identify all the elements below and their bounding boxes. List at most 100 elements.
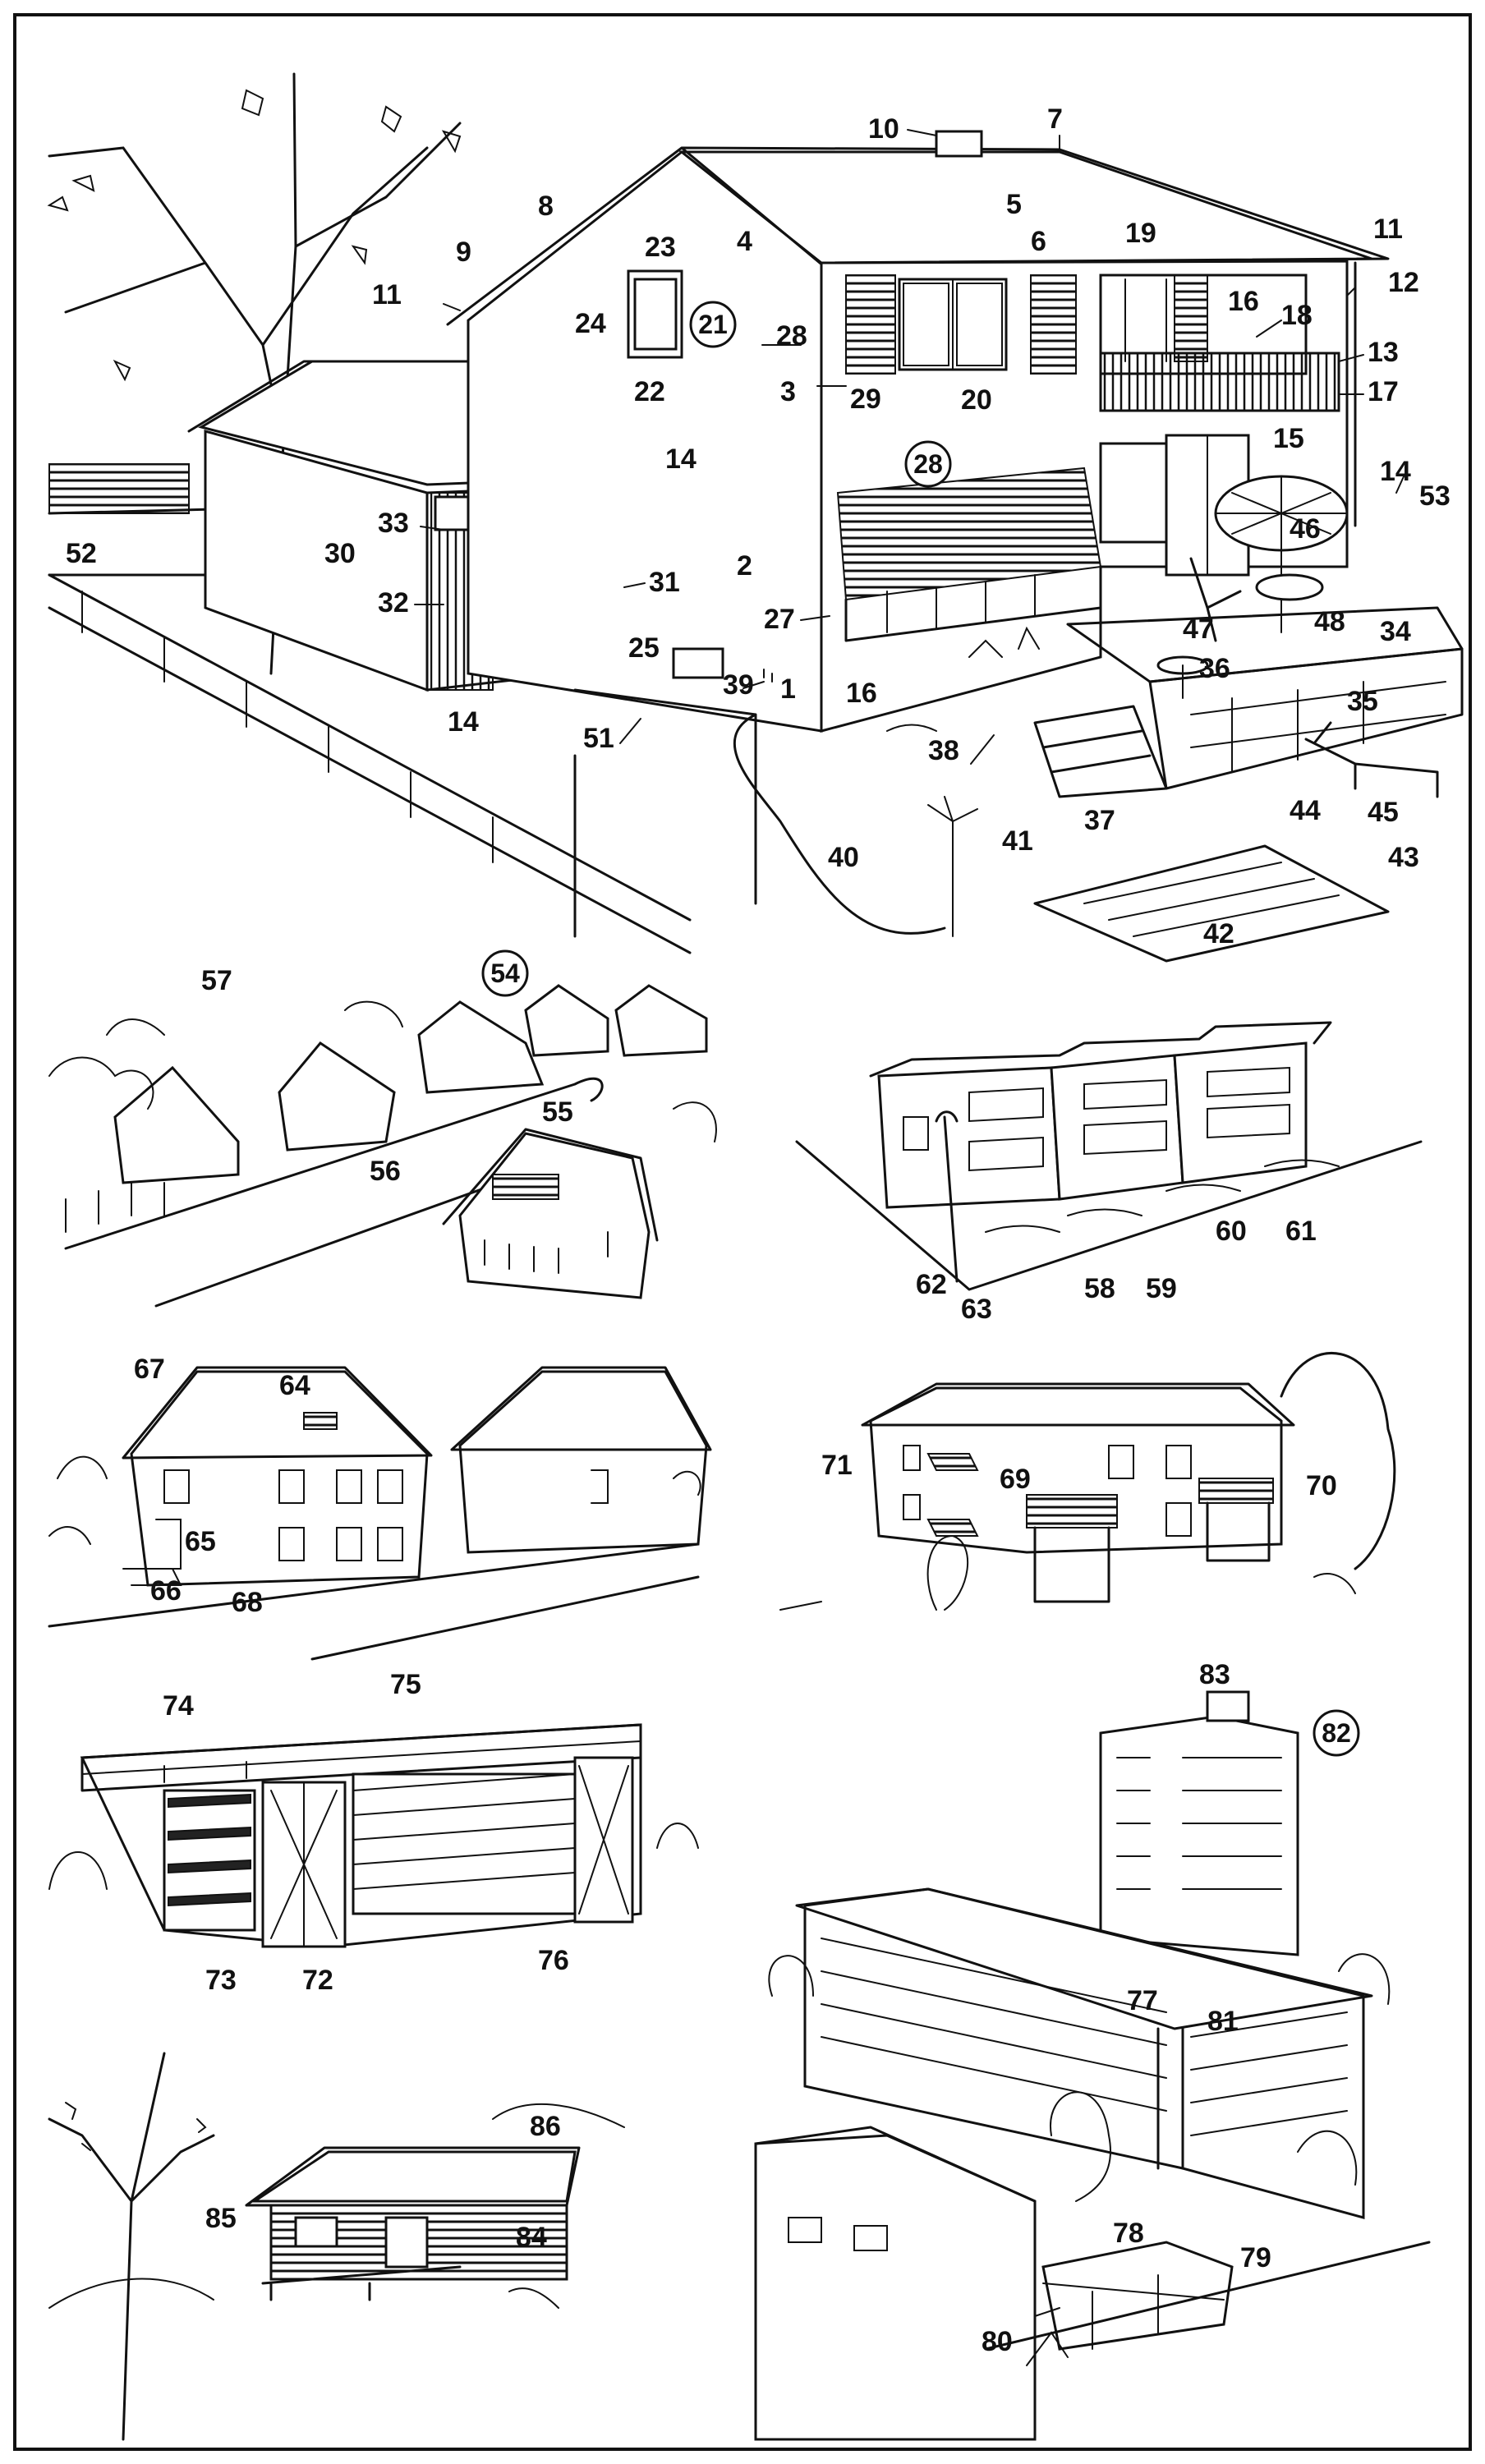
plate-block-of-flats	[48, 1723, 699, 1948]
label-21: 19	[1125, 218, 1156, 249]
label-39: 37	[1084, 805, 1115, 836]
label-4: 4	[737, 226, 752, 257]
plate-detached-house	[47, 72, 1464, 963]
label-18: 16	[1228, 286, 1259, 317]
label-54: 54	[490, 958, 520, 988]
plate-two-family-house	[779, 1352, 1396, 1611]
label-56: 56	[370, 1156, 401, 1187]
label-19: 17	[1368, 376, 1399, 407]
label-33: 31	[649, 567, 680, 598]
label-61: 61	[1285, 1216, 1317, 1247]
label-60: 60	[1216, 1216, 1247, 1247]
label-11-right: 11	[1373, 214, 1403, 245]
label-15: 14	[665, 444, 697, 475]
label-36: 34	[1380, 616, 1411, 647]
label-68: 68	[232, 1587, 263, 1618]
label-38: 36	[1199, 653, 1230, 684]
plate-high-rise	[754, 1690, 1431, 2441]
label-83: 83	[1199, 1659, 1230, 1690]
page-frame	[13, 13, 1472, 2451]
label-65: 65	[185, 1526, 216, 1557]
label-22: 20	[961, 384, 992, 416]
label-25: 23	[645, 232, 676, 263]
label-30: 28	[776, 320, 807, 352]
label-82: 82	[1322, 1718, 1351, 1748]
label-69: 69	[1000, 1464, 1031, 1495]
label-70: 70	[1306, 1470, 1337, 1501]
label-74: 74	[163, 1690, 194, 1722]
label-40: 38	[928, 735, 959, 766]
label-72: 72	[302, 1965, 333, 1996]
label-6: 6	[1031, 226, 1046, 257]
label-35: 33	[378, 508, 409, 539]
label-63: 63	[961, 1294, 992, 1325]
label-28: 28	[913, 449, 943, 479]
label-57: 57	[201, 965, 232, 996]
label-44: 42	[1203, 918, 1234, 949]
label-17: 16	[846, 678, 877, 709]
label-16: 15	[1273, 423, 1304, 454]
label-11-left: 11	[372, 279, 402, 310]
label-42: 40	[828, 842, 859, 873]
label-46: 44	[1290, 795, 1321, 826]
label-78: 78	[1113, 2218, 1144, 2249]
label-47: 45	[1368, 797, 1399, 828]
label-67: 67	[134, 1354, 165, 1385]
label-86: 86	[530, 2111, 561, 2142]
label-49: 47	[1183, 614, 1214, 645]
label-23: 21	[698, 310, 728, 339]
plate-weekend-house	[48, 2052, 625, 2441]
plate-housing-estate	[48, 984, 717, 1308]
label-32: 30	[324, 538, 356, 569]
label-24: 22	[634, 376, 665, 407]
label-2: 2	[737, 550, 752, 582]
back-fence	[48, 463, 190, 514]
label-41: 39	[723, 669, 754, 701]
label-58: 58	[1084, 1273, 1115, 1304]
label-8: 8	[538, 191, 554, 222]
label-55: 55	[542, 1096, 573, 1128]
label-81: 81	[1207, 2006, 1239, 2037]
label-37: 35	[1347, 686, 1378, 717]
chimney	[935, 130, 983, 158]
label-52: 52	[66, 538, 97, 569]
label-54-circle	[481, 949, 529, 997]
label-64: 64	[279, 1370, 310, 1401]
label-14-right: 14	[1380, 456, 1411, 487]
label-77: 77	[1127, 1985, 1158, 2016]
tree-illustration	[47, 72, 462, 675]
cellar-window	[672, 647, 724, 679]
label-45: 43	[1388, 842, 1419, 873]
label-23-circle	[689, 301, 737, 348]
label-75: 75	[390, 1669, 421, 1700]
label-34: 32	[378, 587, 409, 618]
plate-terraced-houses	[795, 1021, 1423, 1291]
garden-fence	[48, 573, 692, 954]
label-53: 53	[1419, 480, 1451, 512]
label-85: 85	[205, 2203, 237, 2234]
label-84: 84	[516, 2222, 547, 2253]
label-27: 25	[628, 632, 660, 664]
label-3: 3	[780, 376, 796, 407]
label-59: 59	[1146, 1273, 1177, 1304]
terrace	[1033, 475, 1464, 798]
rotary-clothes-dryer	[573, 688, 946, 938]
label-28-circle	[904, 440, 952, 488]
label-82-circle	[1313, 1709, 1360, 1757]
label-26: 24	[575, 308, 606, 339]
label-7: 7	[1047, 103, 1063, 135]
swimming-pool	[1033, 844, 1390, 963]
label-5: 5	[1006, 189, 1022, 220]
label-43: 41	[1002, 825, 1033, 857]
label-1: 1	[780, 673, 796, 705]
label-13: 13	[1368, 337, 1399, 368]
label-71: 71	[821, 1450, 853, 1481]
label-12: 12	[1388, 267, 1419, 298]
plate-semi-detached	[48, 1366, 712, 1661]
label-73: 73	[205, 1965, 237, 1996]
label-66: 66	[150, 1575, 182, 1607]
label-29: 27	[764, 604, 795, 635]
label-62: 62	[916, 1269, 947, 1300]
